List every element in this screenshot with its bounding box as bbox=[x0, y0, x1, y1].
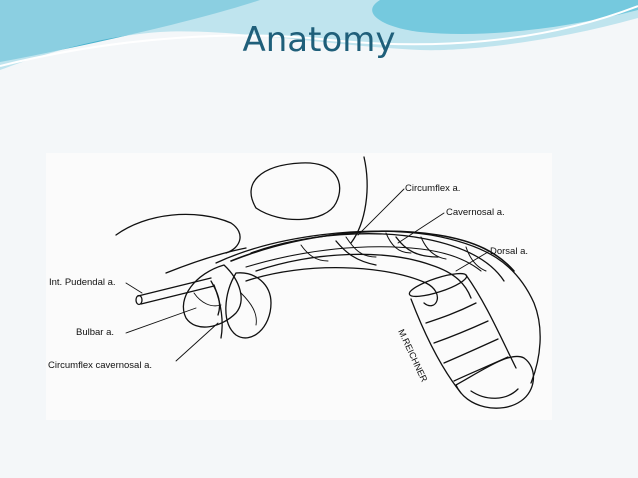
bulb-right bbox=[225, 272, 272, 339]
page-title: Anatomy bbox=[242, 20, 396, 60]
anatomy-illustration: M.REICHNER Circumflex a. Cavernosal a. D… bbox=[46, 153, 552, 420]
header-wave-mid bbox=[372, 0, 638, 34]
header-wave-line bbox=[0, 5, 638, 67]
label-internal-pudendal-artery: Int. Pudendal a. bbox=[49, 277, 116, 288]
header-wave bbox=[0, 0, 638, 70]
artist-signature: M.REICHNER bbox=[396, 328, 429, 384]
leader-cavernosal bbox=[397, 212, 445, 244]
shaft-cut-end bbox=[408, 272, 468, 298]
leader-pudendal bbox=[125, 282, 143, 294]
cavernosal-artery-path bbox=[245, 246, 482, 272]
label-circumflex-cavernosal-artery: Circumflex cavernosal a. bbox=[48, 360, 153, 371]
leader-dorsal bbox=[455, 251, 489, 272]
leader-circumflex bbox=[357, 188, 405, 236]
symphysis-line bbox=[350, 156, 368, 244]
label-cavernosal-artery: Cavernosal a. bbox=[446, 207, 505, 218]
pudendal-tube-end bbox=[135, 294, 143, 306]
segment-lines bbox=[425, 302, 509, 382]
shaft-descending-right bbox=[465, 274, 517, 369]
shaft-outer-bottom bbox=[245, 267, 438, 307]
shaft-descending-left bbox=[410, 298, 462, 394]
penile-artery-drawing: M.REICHNER bbox=[115, 156, 541, 409]
circumflex-cavernosal-path bbox=[213, 284, 223, 339]
pudendal-tube bbox=[137, 277, 215, 305]
bulb-left bbox=[182, 264, 242, 328]
shaft-outer-top bbox=[215, 230, 541, 384]
glans bbox=[455, 355, 535, 409]
bulb-vessels bbox=[193, 292, 257, 326]
perineal-curve bbox=[165, 247, 247, 274]
leader-circumflex-cavernosal bbox=[175, 322, 219, 362]
label-dorsal-artery: Dorsal a. bbox=[490, 246, 529, 257]
label-bulbar-artery: Bulbar a. bbox=[76, 327, 115, 338]
pubic-outline bbox=[115, 213, 241, 254]
label-circumflex-artery: Circumflex a. bbox=[405, 183, 461, 194]
circumflex-branches bbox=[300, 232, 487, 272]
corpus-septum bbox=[335, 236, 439, 266]
glans-inner bbox=[470, 388, 519, 399]
pelvic-outline bbox=[250, 162, 341, 221]
dorsal-artery-path bbox=[230, 230, 515, 272]
leader-bulbar bbox=[125, 307, 197, 334]
